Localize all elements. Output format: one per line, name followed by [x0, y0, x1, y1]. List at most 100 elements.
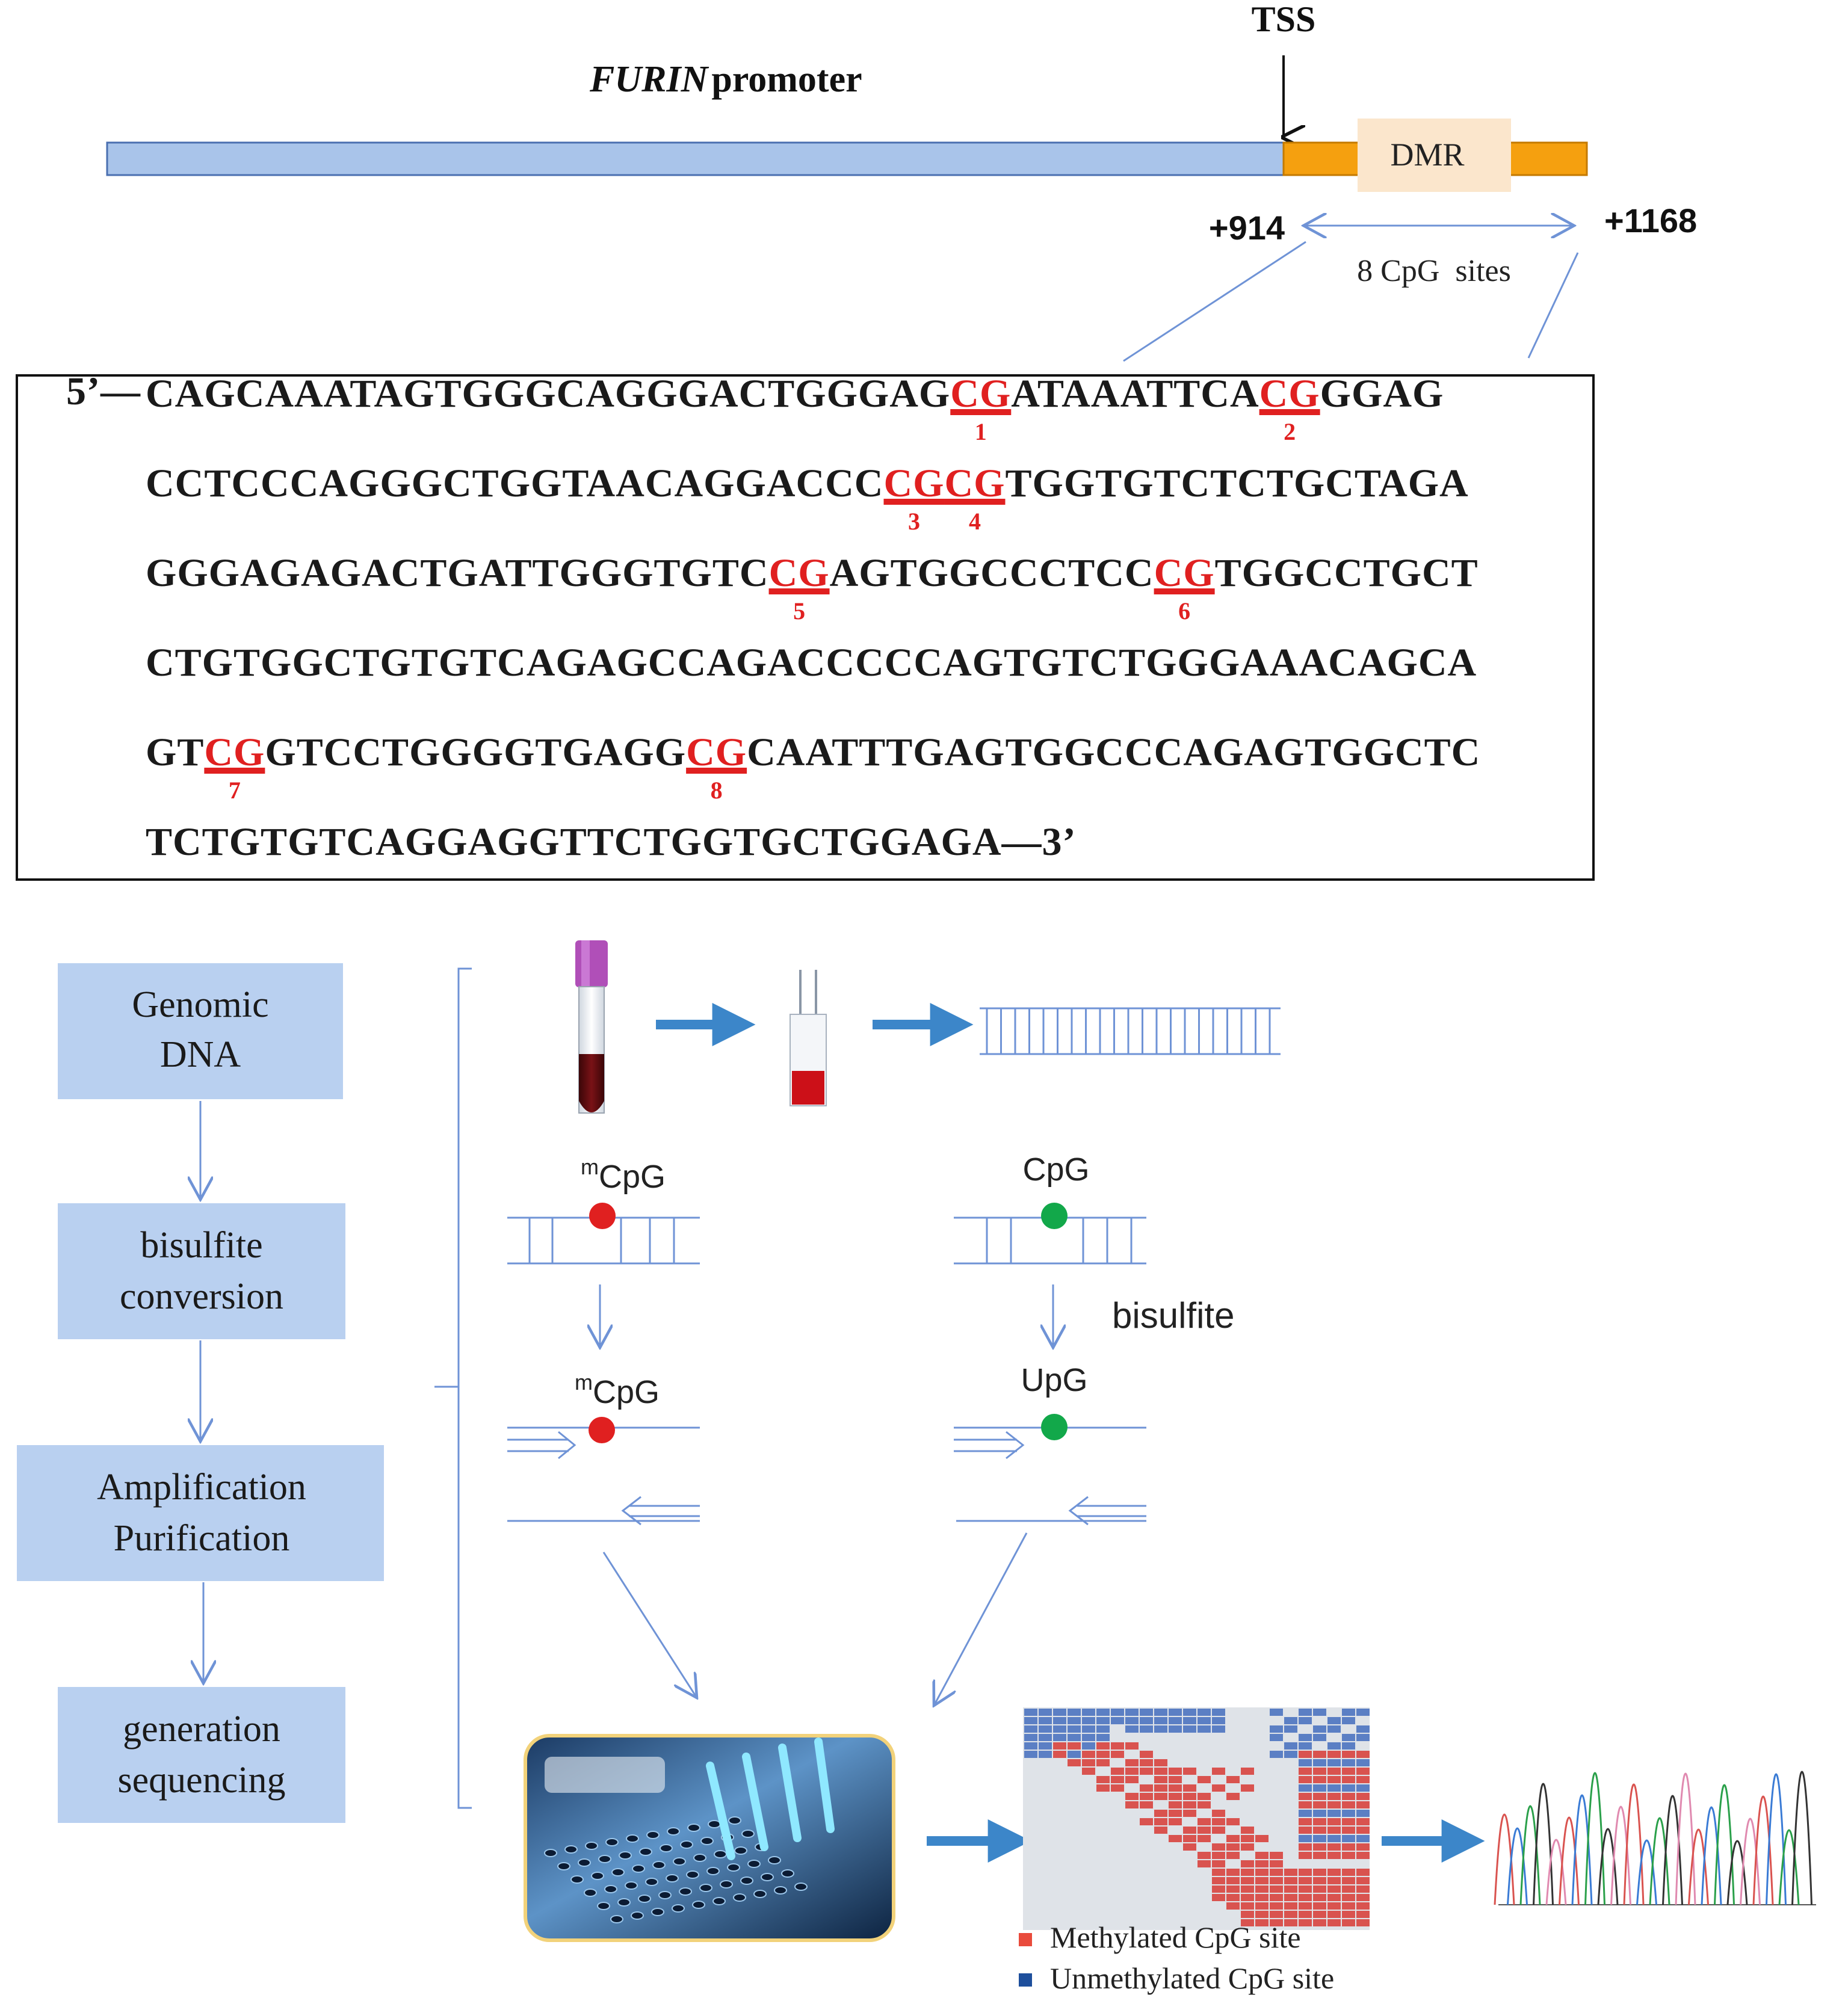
sequence-segment: GT [146, 730, 204, 774]
step-bisulfite-line1: bisulfite [140, 1225, 262, 1266]
merge-arrow-right [934, 1532, 1028, 1706]
cpg-site-4: CG [944, 461, 1005, 505]
cpg-label-top: CpG [1022, 1152, 1089, 1188]
tss-label: TSS [1252, 0, 1316, 39]
start-position-label: +914 [1209, 209, 1285, 247]
step-amplification-line1: Amplification [97, 1467, 306, 1508]
sequence-segment: TGGTGTCTCTGCTAGA [1005, 461, 1468, 505]
mcpg-superscript-bottom: m [575, 1370, 593, 1395]
sequencing-chromatogram [1494, 1771, 1816, 1905]
zoom-line-left [1123, 241, 1306, 362]
methylated-cpg-dot-converted [589, 1417, 615, 1443]
reverse-primer [621, 1496, 700, 1526]
sequence-lines: CAGCAAATAGTGGGCAGGGACTGGGAGCGATAAATTCACG… [66, 369, 1480, 864]
mcpg-label-bottom: mCpG [575, 1370, 660, 1410]
duplex-rungs [528, 1218, 675, 1263]
sequence-segment: TGGCCTGCT [1215, 551, 1479, 595]
legend-unmethylated-swatch [1019, 1973, 1032, 1987]
sequence-segment: GTCCTGGGGTGAGG [265, 730, 686, 774]
sequence-segment: ATAAATTCA [1011, 372, 1259, 416]
plate-wells [544, 1757, 808, 1923]
sequence-3prime-end: —3’ [1001, 820, 1077, 864]
step-genomic-dna-line2: DNA [160, 1034, 241, 1075]
sequence-segment: CCTCCCAGGGCTGGTAACAGGACCC [146, 461, 883, 505]
step-box-amplification [17, 1445, 384, 1581]
mcpg-text-top: CpG [599, 1159, 666, 1195]
methylation-heatmap [1023, 1707, 1370, 1930]
step-sequencing-line2: sequencing [118, 1760, 286, 1801]
sequencing-row: Methylated CpG site Unmethylated CpG sit… [524, 1707, 1816, 1995]
cpg-site-number: 2 [1284, 418, 1296, 445]
sequence-line: CCTCCCAGGGCTGGTAACAGGACCCCGCGTGGTGTCTCTG… [146, 461, 1469, 505]
sequence-segment: CTGTGGCTGTGTCAGAGCCAGACCCCCAGTGTCTGGGAAA… [146, 641, 1477, 685]
cpg-site-3: CG [883, 461, 944, 505]
step-genomic-dna-line1: Genomic [132, 984, 268, 1025]
merge-arrow-left [602, 1552, 697, 1698]
bracket [434, 967, 472, 1809]
sample-prep-row [575, 940, 1281, 1114]
cpg-site-number: 6 [1178, 597, 1190, 624]
heatmap-cells [1024, 1709, 1370, 1926]
cpg-site-1: CG [950, 372, 1011, 416]
sequence-segment: GGAG [1320, 372, 1444, 416]
legend-methylated: Methylated CpG site [1050, 1920, 1301, 1954]
step-box-genomic-dna [58, 963, 343, 1099]
promoter-bar [106, 141, 1285, 176]
legend-methylated-swatch [1019, 1933, 1032, 1946]
microtube-icon [790, 970, 827, 1106]
promoter-label-suffix: promoter [711, 59, 862, 100]
cpg-site-6: CG [1154, 551, 1215, 595]
zoom-line-right [1527, 252, 1579, 359]
cpg-site-number: 4 [969, 508, 981, 535]
sequence-segment: TCTGTGTCAGGAGGTTCTGGTGCTGGAGA [146, 820, 1002, 864]
sequence-line: GTCGGTCCTGGGGTGAGGCGCAATTTGAGTGGCCCAGAGT… [146, 730, 1480, 774]
end-position-label: +1168 [1604, 202, 1697, 239]
cpg-site-number: 3 [908, 508, 920, 535]
upg-label: UpG [1021, 1362, 1087, 1398]
forward-primer [507, 1431, 576, 1460]
sequence-line: TCTGTGTCAGGAGGTTCTGGTGCTGGAGA—3’ [146, 820, 1077, 864]
legend-unmethylated: Unmethylated CpG site [1050, 1961, 1334, 1995]
sequence-segment: AGTGGCCCTCC [830, 551, 1154, 595]
conversion-illustration: mCpG CpG bisulfite mCpG UpG [507, 1152, 1234, 1706]
cpg-site-number: 7 [229, 777, 241, 804]
cpg-site-7: CG [204, 730, 265, 774]
cpg-sites-label: 8 CpG sites [1357, 254, 1511, 288]
sequence-segment: CAGCAAATAGTGGGCAGGGACTGGGAG [146, 372, 950, 416]
sequence-box [16, 374, 1595, 881]
step-box-sequencing [58, 1687, 345, 1823]
mcpg-superscript-top: m [581, 1155, 599, 1179]
cpg-site-8: CG [686, 730, 747, 774]
upg-dot [1041, 1414, 1068, 1440]
step-box-bisulfite [58, 1203, 345, 1339]
gene-name: FURIN [589, 59, 709, 100]
cpg-site-5: CG [769, 551, 830, 595]
methylated-cpg-dot [589, 1203, 616, 1229]
cpg-site-number: 1 [975, 418, 987, 445]
dmr-box [1358, 119, 1511, 192]
cpg-site-number: 8 [711, 777, 723, 804]
step-sequencing-line1: generation [123, 1709, 280, 1750]
dna-ladder-icon [980, 1007, 1281, 1055]
promoter-label: FURINpromoter [589, 59, 862, 100]
mcpg-text-bottom: CpG [593, 1374, 660, 1410]
sequence-panel: CAGCAAATAGTGGGCAGGGACTGGGAGCGATAAATTCACG… [16, 369, 1595, 881]
reverse-primer [1068, 1496, 1146, 1526]
bisulfite-label: bisulfite [1112, 1295, 1234, 1336]
sequence-line: CAGCAAATAGTGGGCAGGGACTGGGAGCGATAAATTCACG… [146, 372, 1444, 416]
sequence-line: GGGAGAGACTGATTGGGTGTCCGAGTGGCCCTCCCGTGGC… [146, 551, 1479, 595]
blood-tube-icon [575, 940, 608, 1114]
sequencer-photo [524, 1734, 895, 1942]
duplex-rungs [986, 1218, 1133, 1263]
sequence-segment: GGGAGAGACTGATTGGGTGTC [146, 551, 769, 595]
promoter-schematic: FURINpromoter TSS DMR +914 +1168 8 CpG s… [106, 0, 1697, 362]
cpg-site-number: 5 [793, 597, 805, 624]
forward-primer [954, 1431, 1025, 1460]
dmr-label: DMR [1390, 137, 1464, 173]
pipette-tips [706, 1737, 835, 1860]
step-bisulfite-line2: conversion [120, 1276, 283, 1317]
workflow: Genomic DNA bisulfite conversion Amplifi… [17, 963, 472, 1823]
mcpg-label-top: mCpG [581, 1155, 666, 1195]
unmethylated-cpg-dot [1041, 1203, 1068, 1229]
